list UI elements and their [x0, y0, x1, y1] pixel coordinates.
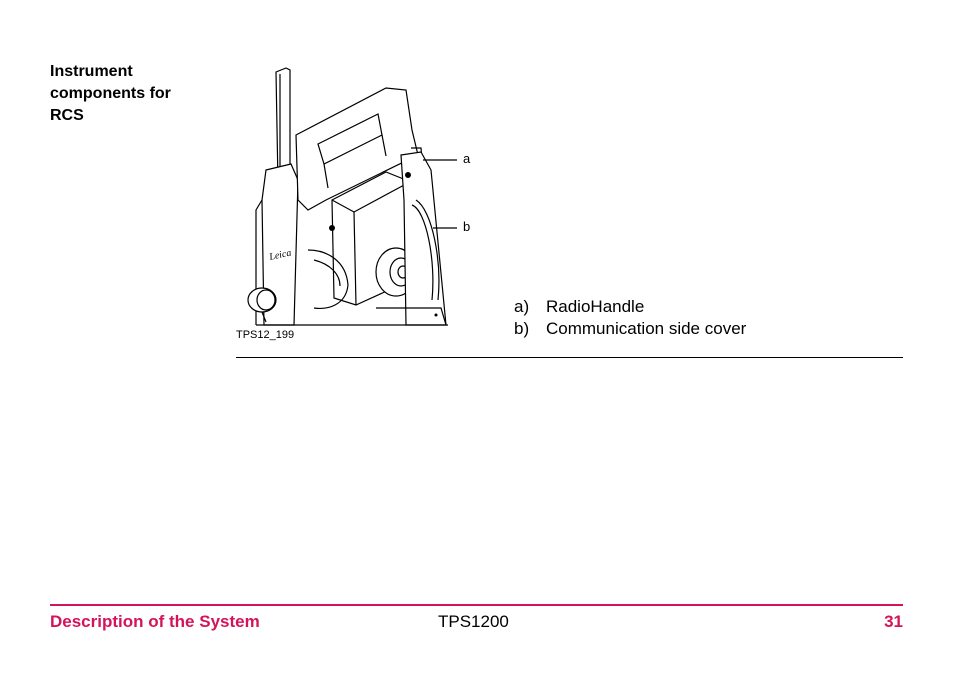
footer-chapter: Description of the System — [50, 612, 260, 631]
footer-divider — [50, 604, 903, 606]
legend-item: b) Communication side cover — [514, 318, 746, 340]
section-heading-line-3: RCS — [50, 107, 84, 124]
page-number: 31 — [884, 612, 903, 631]
component-legend: a) RadioHandle b) Communication side cov… — [514, 296, 746, 340]
total-station-drawing: Leica — [247, 67, 457, 326]
section-heading: Instrument components for RCS — [50, 61, 220, 127]
section-heading-line-2: components for — [50, 85, 171, 102]
legend-key: a) — [514, 297, 530, 316]
legend-key: b) — [514, 319, 530, 338]
legend-text: Communication side cover — [546, 319, 747, 338]
callout-a: a — [463, 151, 471, 166]
footer-product: TPS1200 — [438, 612, 509, 631]
callout-b: b — [463, 219, 471, 234]
section-divider — [236, 357, 903, 358]
figure-id: TPS12_199 — [236, 329, 295, 341]
instrument-illustration: Leica a b — [236, 60, 486, 340]
legend-text: RadioHandle — [546, 297, 645, 316]
section-heading-line-1: Instrument — [50, 63, 133, 80]
legend-item: a) RadioHandle — [514, 296, 746, 318]
leica-logo: Leica — [267, 248, 292, 264]
